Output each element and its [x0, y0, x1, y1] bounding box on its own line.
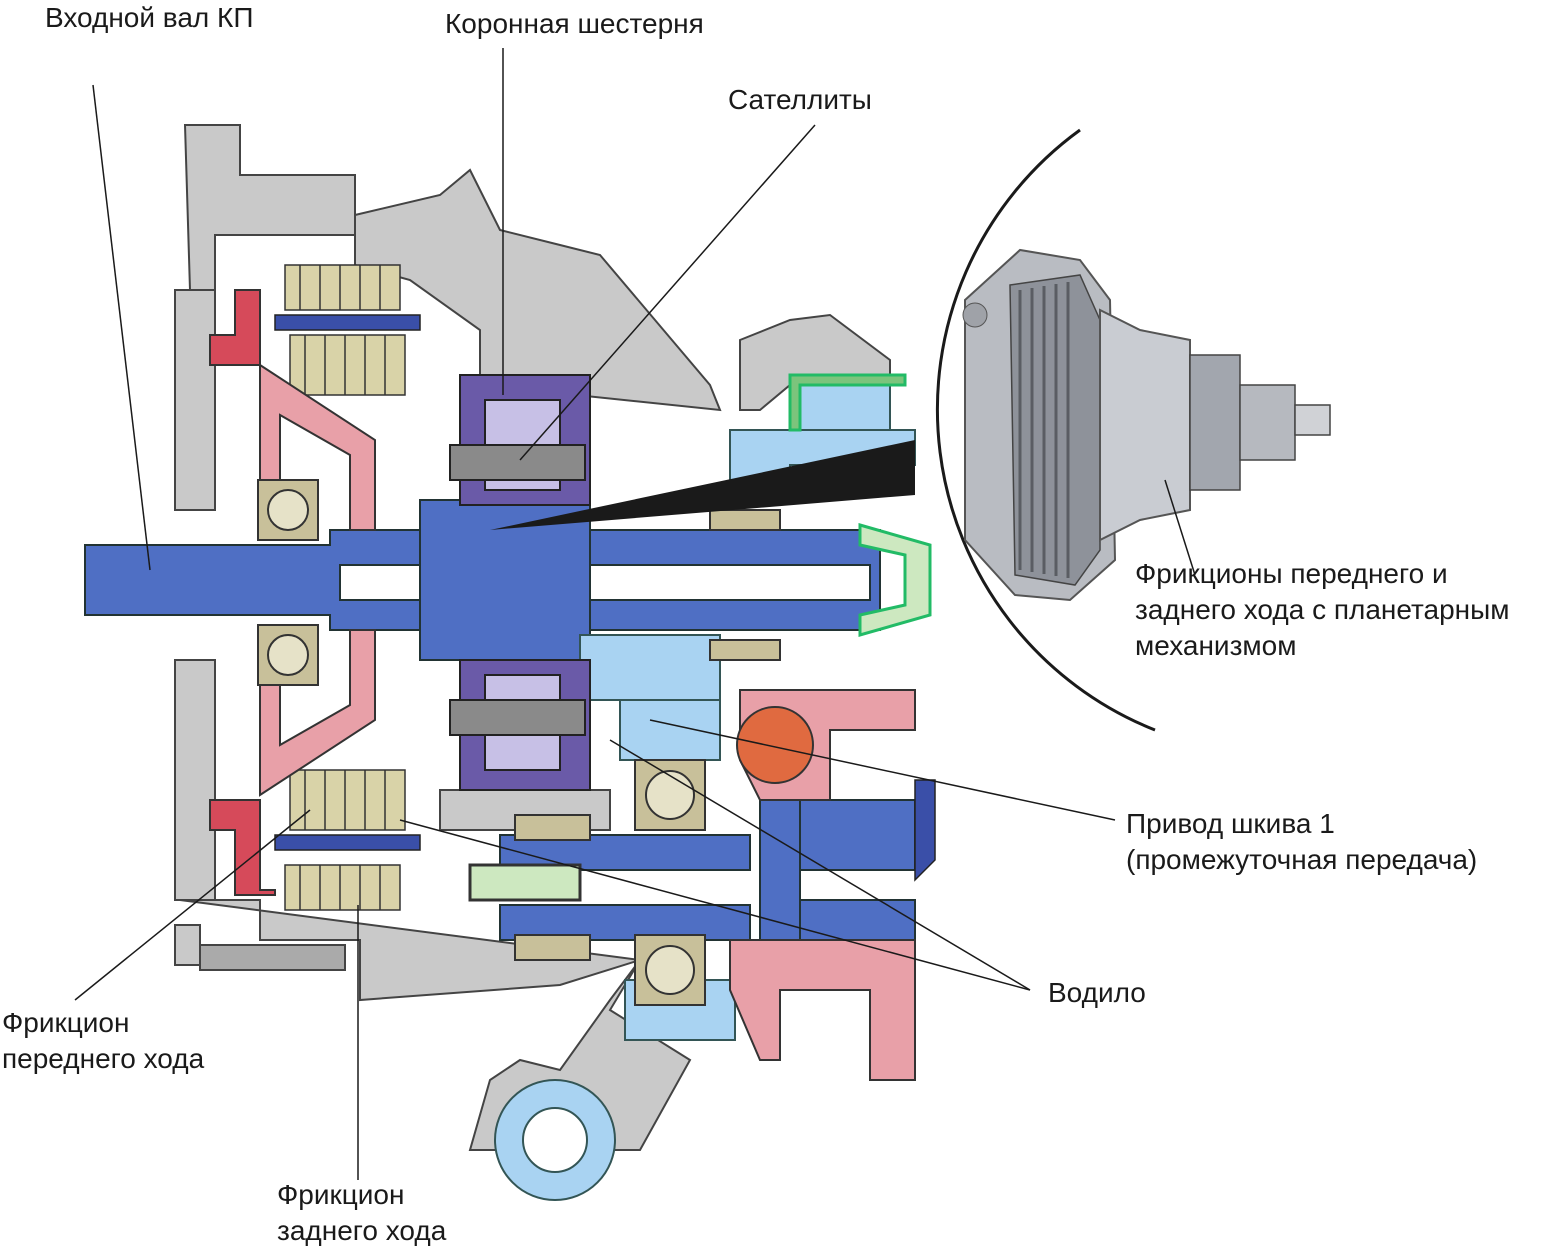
label-forward-clutch-line-2: переднего хода [2, 1043, 205, 1074]
label-clutches-inset-line-2: заднего хода с планетарным [1135, 594, 1510, 625]
label-input-shaft: Входной вал КП [45, 2, 254, 33]
label-clutches-inset: Фрикционы переднего и заднего хода с пла… [1135, 556, 1510, 664]
clutch-packs [284, 264, 406, 911]
label-clutches-inset-line-3: механизмом [1135, 630, 1297, 661]
main-shaft [84, 499, 916, 951]
planetary-set [449, 374, 591, 791]
light-blue-parts [494, 384, 916, 1201]
label-clutches-inset-line-1: Фрикционы переднего и [1135, 558, 1448, 589]
seal-cover [468, 373, 932, 902]
label-pulley-drive-line-2: (промежуточная передача) [1126, 844, 1478, 875]
label-planet-gears: Сателлиты [728, 84, 872, 115]
clutch-plates [299, 265, 386, 910]
label-reverse-clutch: Фрикцион заднего хода [277, 1177, 446, 1249]
label-pulley-drive-line-1: Привод шкива 1 [1126, 808, 1335, 839]
label-carrier: Водило [1048, 977, 1146, 1008]
label-reverse-clutch-line-1: Фрикцион [277, 1179, 405, 1210]
label-ring-gear: Коронная шестерня [445, 8, 704, 39]
label-forward-clutch-line-1: Фрикцион [2, 1007, 130, 1038]
clutch-assembly-render [962, 248, 1331, 602]
inset-callout [490, 128, 1156, 732]
label-reverse-clutch-line-2: заднего хода [277, 1215, 447, 1246]
bearings [257, 479, 781, 1006]
label-forward-clutch: Фрикцион переднего хода [2, 1005, 204, 1077]
dark-blue-parts [274, 314, 936, 882]
label-pulley-drive: Привод шкива 1 (промежуточная передача) [1126, 806, 1477, 878]
leader-lines [74, 48, 1196, 1180]
pulley-drive-gear [736, 706, 814, 784]
